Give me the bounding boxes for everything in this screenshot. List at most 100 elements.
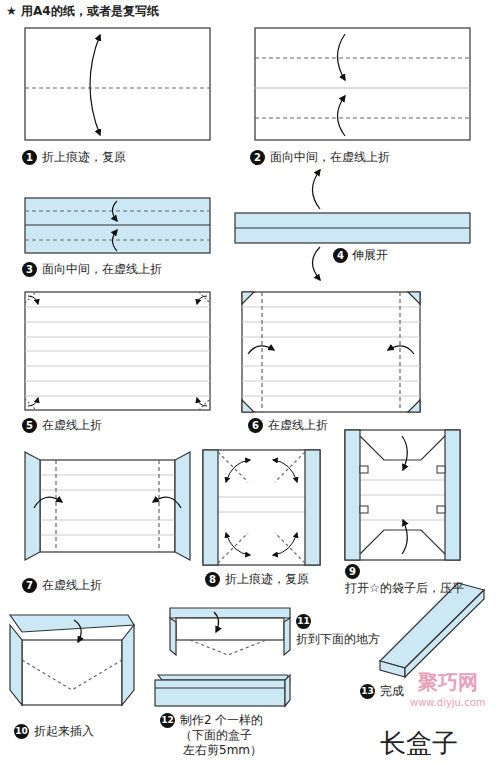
step9-paper-part-part xyxy=(360,495,445,496)
step9-paper-part xyxy=(345,430,360,560)
step7-paper-part-part xyxy=(40,475,175,476)
step11-tray-part xyxy=(190,640,266,655)
step-caption: 完成 xyxy=(380,684,404,698)
step11-tray-part xyxy=(176,618,284,640)
step6-paper-part-part xyxy=(242,396,420,397)
step8-paper-part xyxy=(305,450,320,565)
step12-box xyxy=(155,675,290,706)
step6-paper-part-part xyxy=(242,337,420,338)
callout-number: 10 xyxy=(14,724,29,739)
step8-paper-part-part xyxy=(218,512,305,513)
callout-number: 12 xyxy=(160,713,175,728)
step3-band-part xyxy=(113,230,118,251)
step9-paper-part-part xyxy=(360,466,368,473)
step13-long-box-part xyxy=(380,583,484,668)
step1-paper-part xyxy=(25,87,210,88)
step9-paper-part xyxy=(402,436,407,470)
step6-paper-part-part xyxy=(242,400,254,412)
step11-tray-part xyxy=(284,618,290,655)
step5-paper xyxy=(25,292,210,410)
step10-tray-part xyxy=(22,640,122,705)
step2-paper xyxy=(255,28,470,140)
step6-paper-part-part xyxy=(242,381,420,382)
step5-paper-part-part xyxy=(25,307,210,308)
step6-paper-part xyxy=(248,346,274,354)
step6-paper xyxy=(242,292,420,412)
step7-paper-part xyxy=(40,460,175,552)
step10-tray-part xyxy=(74,620,81,642)
origami-illustration-part xyxy=(10,28,484,706)
step6-paper-part-part xyxy=(242,292,254,304)
step5-paper-part xyxy=(28,296,207,406)
step8-paper-part-part xyxy=(226,460,250,482)
step-caption: （下面的盒子 xyxy=(180,728,252,742)
step2-paper-part xyxy=(255,117,470,118)
step-caption: 折起来插入 xyxy=(34,724,94,738)
step5-paper-part-part xyxy=(25,396,210,397)
callout-number: 7 xyxy=(22,578,37,593)
step10-tray-part xyxy=(10,625,22,705)
callout-number: 4 xyxy=(333,248,348,263)
step10-tray-part xyxy=(10,615,134,632)
watermark: 聚巧网 xyxy=(418,671,478,693)
callout-number: 9 xyxy=(345,564,360,579)
step9-paper-part xyxy=(402,520,407,554)
step6-paper-part xyxy=(242,292,420,412)
step8-paper-part xyxy=(218,452,305,563)
step1-paper-part xyxy=(25,28,210,140)
step5-paper-part xyxy=(25,292,210,410)
step7-paper-part xyxy=(153,497,181,508)
step-caption: 制作2 个一样的 xyxy=(180,713,263,727)
step5-paper-part-part xyxy=(28,398,38,406)
step8-paper-part xyxy=(203,450,320,565)
step6-paper-part xyxy=(399,292,400,412)
step6-paper-part-part xyxy=(242,366,420,367)
step6-paper-part xyxy=(242,292,420,412)
step12-box-part xyxy=(158,675,290,680)
step-caption: 折上痕迹，复原 xyxy=(225,572,309,586)
step-caption: 在虚线上折 xyxy=(42,578,102,592)
step3-band-part xyxy=(25,224,210,225)
step5-paper-part xyxy=(25,292,210,410)
step10-tray-part xyxy=(22,660,122,690)
step4-band-part xyxy=(313,247,321,280)
step7-paper-part xyxy=(34,497,62,508)
step9-paper-part xyxy=(345,430,460,560)
step6-paper-part-part xyxy=(408,400,420,412)
step4-band-part xyxy=(235,227,470,228)
step8-paper-part-part xyxy=(226,533,250,555)
step10-tray xyxy=(10,615,134,705)
step7-paper xyxy=(25,452,190,560)
step9-paper-part xyxy=(445,430,460,560)
callout-number: 5 xyxy=(22,418,37,433)
step8-paper-part-part xyxy=(218,533,248,563)
step-caption: 打开☆的袋子后，压平 xyxy=(345,581,464,595)
callout-number: 13 xyxy=(360,684,375,699)
step5-paper-part-part xyxy=(197,296,207,304)
callout-number: 1 xyxy=(22,150,37,165)
step8-paper-part xyxy=(203,450,218,565)
step13-long-box xyxy=(380,583,484,677)
step5-paper-part-part xyxy=(28,296,38,304)
step9-paper-part-part xyxy=(437,506,445,513)
step9-paper-part-part xyxy=(360,506,368,513)
step6-paper-part xyxy=(242,307,420,396)
step-caption: 左右剪5mm） xyxy=(183,743,262,757)
step8-paper xyxy=(203,450,320,565)
step3-band-part xyxy=(25,239,210,240)
step7-paper-part xyxy=(25,452,40,560)
watermark-url: www.diyju.com xyxy=(410,697,486,709)
step6-paper-part xyxy=(261,292,262,412)
step13-long-box-part xyxy=(405,590,484,677)
step7-paper-part xyxy=(55,460,56,552)
step9-paper xyxy=(345,430,460,560)
step5-paper-part-part xyxy=(25,366,210,367)
step7-paper-part-part xyxy=(40,535,175,536)
step8-paper-part xyxy=(226,460,297,555)
step7-paper-part xyxy=(40,475,175,535)
step-caption: 折到下面的地方 xyxy=(296,632,380,646)
step2-paper-part xyxy=(338,34,346,80)
step9-paper-part-part xyxy=(437,466,445,473)
step7-paper-part-part xyxy=(40,520,175,521)
